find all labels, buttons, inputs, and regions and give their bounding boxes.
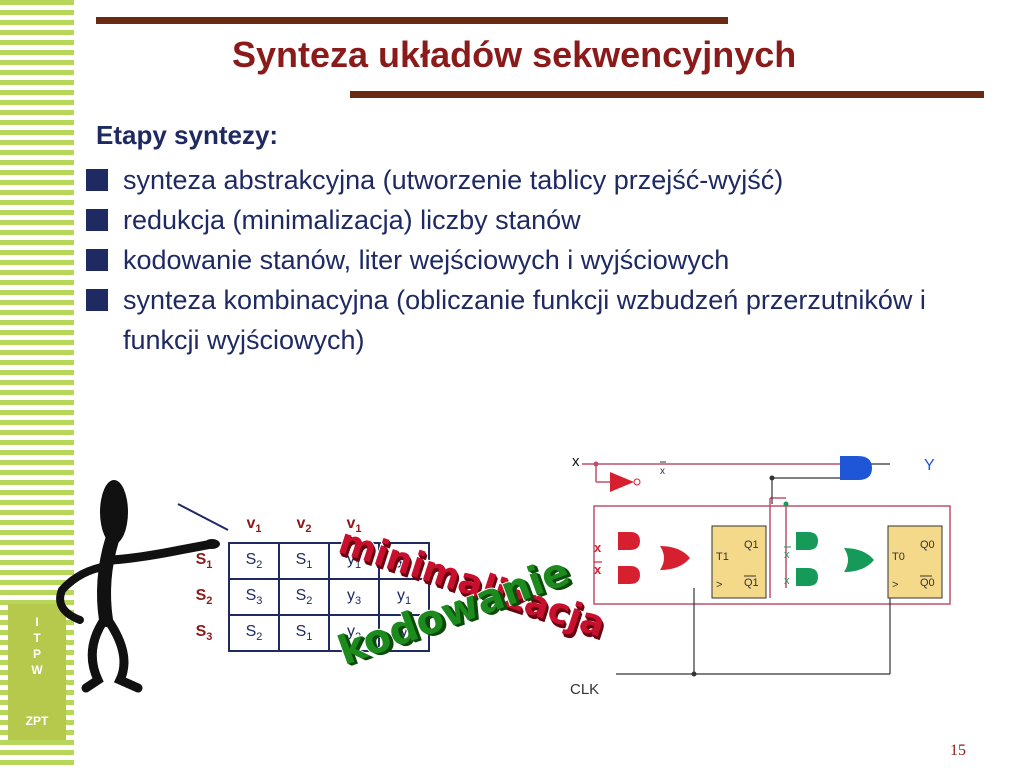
row-state-label: S1: [195, 550, 213, 572]
red-gate-notx-label: x: [594, 562, 602, 577]
title-bar-top: [96, 17, 728, 24]
table-row: S3 S2 S1 y2 y: [180, 614, 430, 652]
red-gate-x-label: x: [594, 540, 602, 555]
bullet-item: kodowanie stanów, liter wejściowych i wy…: [86, 240, 986, 280]
table-cell: y1: [328, 542, 380, 580]
stick-figure-illustration: [56, 480, 229, 693]
table-cell: y1: [378, 578, 430, 616]
table-row: S2 S3 S2 y3 y1: [180, 578, 430, 616]
logo-label: ZPT: [25, 714, 49, 728]
output-y-label: Y: [924, 457, 935, 474]
sequential-circuit-diagram: T1 Q1 Q1 > T0 Q0 Q0 > x x Y CLK x x x x: [570, 453, 951, 698]
bullet-text: synteza abstrakcyjna (utworzenie tablicy…: [123, 165, 784, 195]
not-x-label: x: [660, 466, 665, 477]
itpw-logo: I T P W ZPT: [8, 604, 66, 740]
ff0-q: Q0: [920, 539, 935, 551]
bullet-text: redukcja (minimalizacja) liczby stanów: [123, 205, 581, 235]
logo-letter: W: [31, 663, 43, 677]
table-cell: S2: [228, 542, 280, 580]
ff1-clk: >: [716, 579, 722, 591]
ff1-qn: Q1: [744, 577, 759, 589]
ff0-qn: Q0: [920, 577, 935, 589]
green-gate-x-label: x: [784, 575, 790, 587]
square-bullet-icon: [86, 209, 108, 231]
slide-subtitle: Etapy syntezy:: [96, 120, 279, 150]
logo-letter: T: [33, 631, 41, 645]
state-transition-table: v1 v2 v1 S1 S2 S1 y1 y2 S2 S3 S2 y3 y1 S…: [180, 508, 430, 652]
square-bullet-icon: [86, 249, 108, 271]
ff0-name: T0: [892, 551, 905, 563]
table-cell: y: [378, 614, 430, 652]
table-cell: S2: [278, 578, 330, 616]
slide-title: Synteza układów sekwencyjnych: [232, 34, 797, 75]
green-gate-notx-label: x: [784, 549, 790, 561]
ff1-name: T1: [716, 551, 729, 563]
table-cell: S2: [228, 614, 280, 652]
column-header: v2: [296, 514, 312, 536]
table-cell: y2: [328, 614, 380, 652]
row-state-label: S3: [195, 622, 213, 644]
square-bullet-icon: [86, 289, 108, 311]
bullet-text: kodowanie stanów, liter wejściowych i wy…: [123, 245, 730, 275]
table-cell: S1: [278, 542, 330, 580]
table-cell: y2: [378, 542, 430, 580]
bullet-item: synteza kombinacyjna (obliczanie funkcji…: [86, 280, 986, 360]
column-header: v1: [346, 514, 362, 536]
row-state-label: S2: [195, 586, 213, 608]
table-cell: S3: [228, 578, 280, 616]
bullet-item: synteza abstrakcyjna (utworzenie tablicy…: [86, 160, 986, 200]
table-cell: y3: [328, 578, 380, 616]
ff0-clk: >: [892, 579, 898, 591]
square-bullet-icon: [86, 169, 108, 191]
bullet-item: redukcja (minimalizacja) liczby stanów: [86, 200, 986, 240]
title-bar-bottom: [350, 91, 984, 98]
table-row: S1 S2 S1 y1 y2: [180, 542, 430, 580]
logo-letter: I: [35, 615, 39, 629]
logo-letter: P: [32, 647, 41, 661]
column-header: v1: [246, 514, 262, 536]
clock-label: CLK: [570, 681, 599, 698]
table-cell: S1: [278, 614, 330, 652]
ff1-q: Q1: [744, 539, 759, 551]
input-x-label: x: [572, 453, 580, 470]
bullet-list: synteza abstrakcyjna (utworzenie tablicy…: [86, 160, 986, 360]
bullet-text: synteza kombinacyjna (obliczanie funkcji…: [123, 285, 926, 355]
page-number: 15: [950, 742, 966, 759]
